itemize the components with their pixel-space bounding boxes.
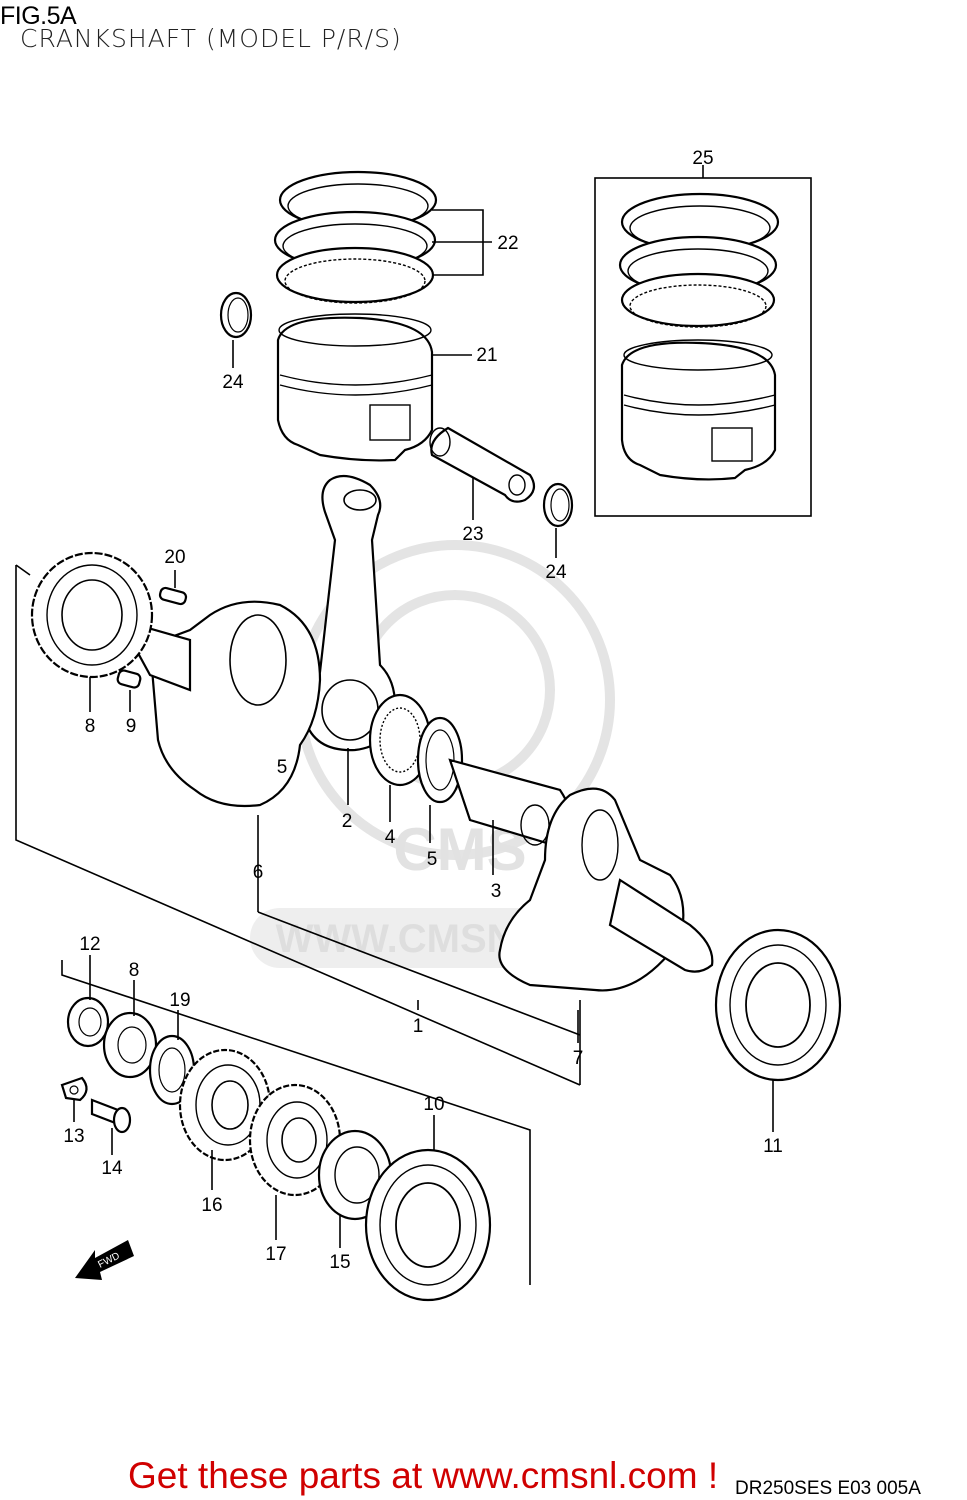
balancer-gears — [178, 1048, 393, 1248]
callout-25: 25 — [692, 148, 713, 169]
callout-3: 3 — [491, 881, 502, 902]
callout-9: 9 — [126, 716, 137, 737]
piston-set-box — [594, 165, 812, 517]
circlip-left — [219, 291, 253, 368]
callout-23: 23 — [462, 524, 483, 545]
needle-bearing — [368, 693, 432, 822]
callout-4: 4 — [385, 827, 396, 848]
piston-pin — [429, 426, 536, 520]
callout-2: 2 — [342, 811, 353, 832]
piston — [276, 313, 472, 462]
callout-6: 6 — [253, 862, 264, 883]
left-main-bearing — [364, 1115, 492, 1302]
callout-14: 14 — [101, 1158, 123, 1179]
primary-drive-gear — [30, 551, 154, 712]
callout-17: 17 — [265, 1244, 286, 1265]
callout-12: 12 — [79, 934, 100, 955]
figure-title: CRANKSHAFT (MODEL P/R/S) — [20, 24, 402, 53]
circlip-right — [542, 482, 574, 558]
callout-8b: 8 — [129, 960, 140, 981]
callout-10: 10 — [423, 1094, 444, 1115]
callout-22: 22 — [497, 233, 518, 254]
woodruff-keys — [116, 570, 188, 712]
left-small-parts — [66, 955, 196, 1106]
piston-rings — [273, 170, 492, 304]
diagram-code: DR250SES E03 005A — [735, 1478, 921, 1499]
promo-banner[interactable]: Get these parts at www.cmsnl.com ! — [128, 1455, 719, 1496]
right-main-bearing — [714, 928, 842, 1132]
callout-20: 20 — [164, 547, 185, 568]
callout-1: 1 — [413, 1016, 424, 1037]
callouts: 1 2 3 4 5 5 6 7 8 8 9 10 11 12 13 14 15 … — [63, 148, 782, 1273]
piston-set — [618, 192, 780, 481]
fwd-arrow: FWD — [75, 1240, 134, 1280]
callout-19: 19 — [169, 990, 190, 1011]
callout-13: 13 — [63, 1126, 84, 1147]
callout-5a: 5 — [277, 757, 288, 778]
callout-11: 11 — [763, 1136, 783, 1157]
lock-washer-and-screw — [60, 1076, 132, 1155]
callout-8a: 8 — [85, 716, 96, 737]
connecting-rod — [302, 474, 397, 805]
callout-24a: 24 — [222, 372, 244, 393]
callout-7: 7 — [573, 1048, 584, 1069]
crankshaft-assembly-frame — [15, 564, 581, 1086]
figure-number: FIG.5A — [0, 2, 77, 30]
callout-21: 21 — [476, 345, 497, 366]
callout-15: 15 — [329, 1252, 350, 1273]
callout-24b: 24 — [545, 562, 567, 583]
small-parts-frame — [61, 960, 531, 1285]
right-crank-web — [498, 787, 714, 1043]
callout-16: 16 — [201, 1195, 222, 1216]
left-crank-web — [111, 600, 322, 808]
callout-5b: 5 — [427, 849, 438, 870]
